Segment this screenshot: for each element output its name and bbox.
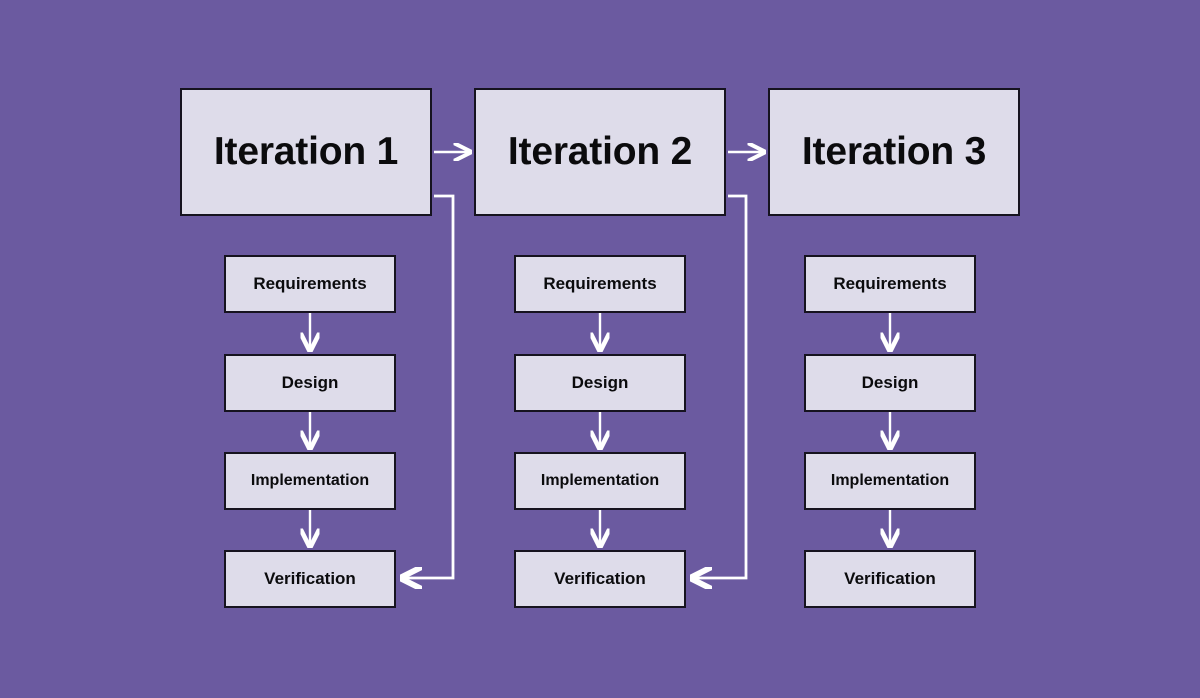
iteration-node-3[interactable]: Iteration 3 xyxy=(768,88,1020,216)
feedback-loop-iteration1 xyxy=(402,194,455,578)
iteration-node-1[interactable]: Iteration 1 xyxy=(180,88,432,216)
stage-label: Verification xyxy=(554,569,646,588)
stage-label: Implementation xyxy=(250,472,370,489)
stage-node-verification-iteration1[interactable]: Verification xyxy=(224,550,396,608)
stage-node-design-iteration1[interactable]: Design xyxy=(224,354,396,412)
stage-node-design-iteration3[interactable]: Design xyxy=(804,354,976,412)
stage-node-verification-iteration3[interactable]: Verification xyxy=(804,550,976,608)
stage-node-implementation-iteration2[interactable]: Implementation xyxy=(514,452,686,510)
iteration-node-1-label: Iteration 1 xyxy=(213,130,399,173)
stage-label: Requirements xyxy=(833,274,947,293)
stage-label: Design xyxy=(571,373,629,392)
stage-label: Verification xyxy=(264,569,356,588)
stage-label: Implementation xyxy=(830,472,950,489)
stage-label: Design xyxy=(281,373,339,392)
stage-node-requirements-iteration2[interactable]: Requirements xyxy=(514,255,686,313)
stage-node-requirements-iteration3[interactable]: Requirements xyxy=(804,255,976,313)
stage-label: Requirements xyxy=(543,274,657,293)
iteration-node-2-label: Iteration 2 xyxy=(507,130,693,173)
stage-label: Design xyxy=(861,373,919,392)
stage-node-implementation-iteration1[interactable]: Implementation xyxy=(224,452,396,510)
stage-label: Verification xyxy=(844,569,936,588)
stage-node-verification-iteration2[interactable]: Verification xyxy=(514,550,686,608)
stage-node-design-iteration2[interactable]: Design xyxy=(514,354,686,412)
iteration-node-2[interactable]: Iteration 2 xyxy=(474,88,726,216)
stage-node-requirements-iteration1[interactable]: Requirements xyxy=(224,255,396,313)
stage-node-implementation-iteration3[interactable]: Implementation xyxy=(804,452,976,510)
stage-label: Implementation xyxy=(540,472,660,489)
feedback-loop-iteration2 xyxy=(692,194,748,578)
iteration-node-3-label: Iteration 3 xyxy=(801,130,987,173)
stage-label: Requirements xyxy=(253,274,367,293)
